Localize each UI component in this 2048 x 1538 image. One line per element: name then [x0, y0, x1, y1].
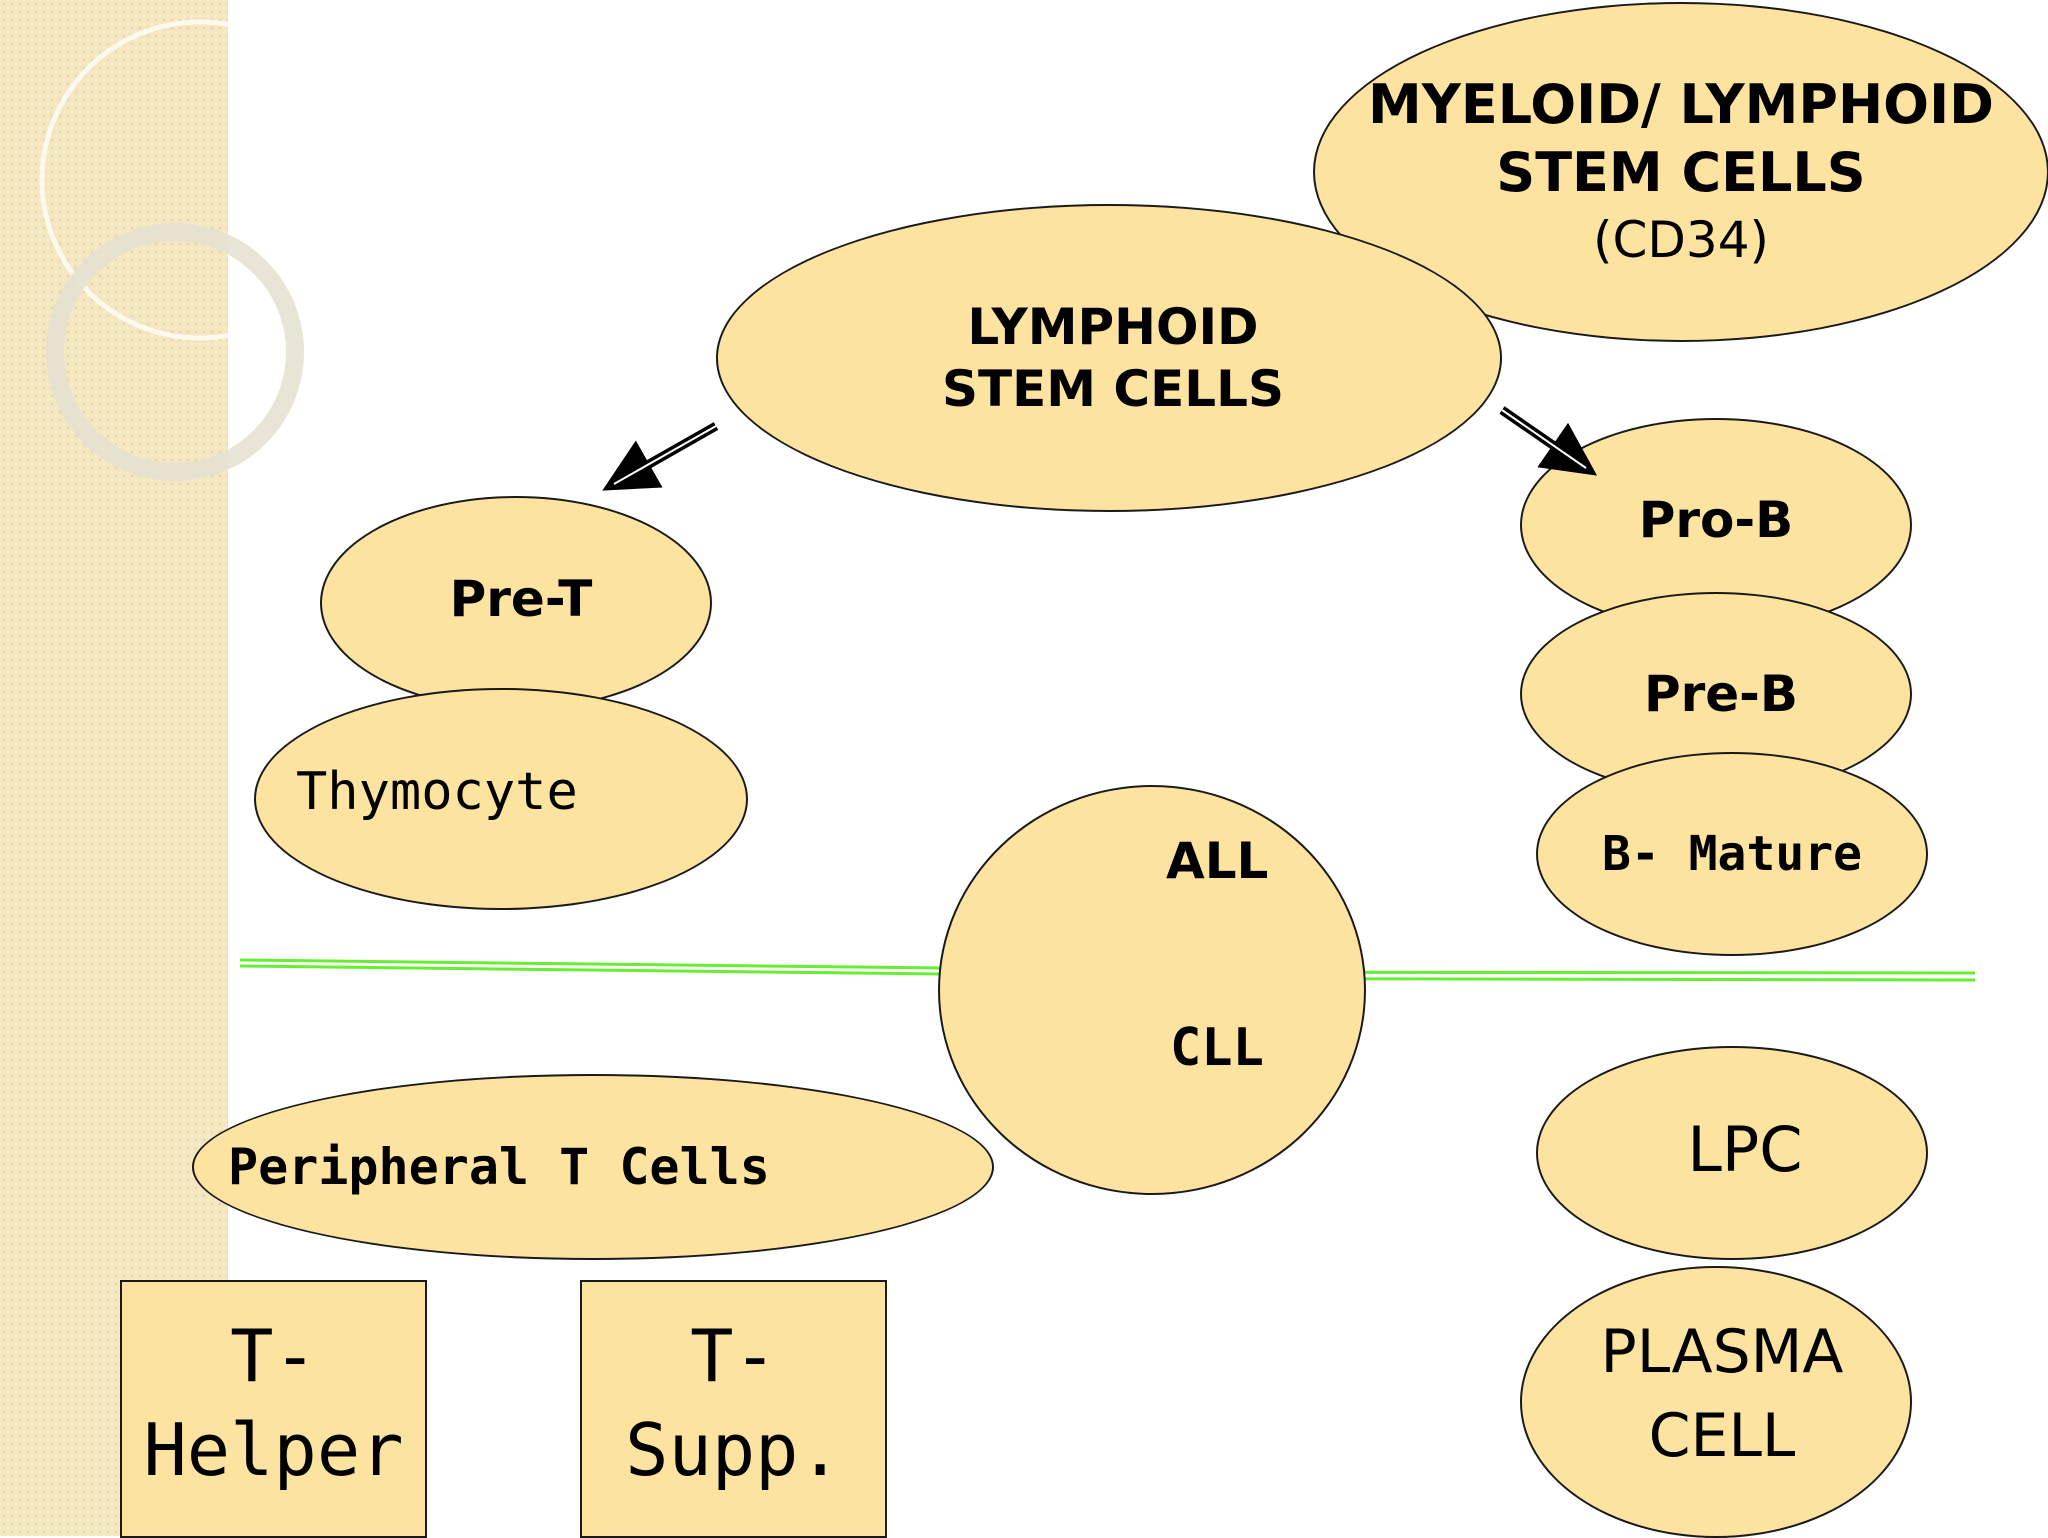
- peripheral-t-cells-node: Peripheral T Cells: [192, 1074, 994, 1260]
- divider-line: [239, 964, 941, 976]
- all-label: ALL: [1166, 832, 1269, 890]
- cd34-label: (CD34): [1592, 211, 1770, 269]
- t-supp-label: T- Supp.: [625, 1314, 842, 1492]
- pro-b-label: Pro-B: [1638, 491, 1794, 549]
- decorative-ring-small: [46, 223, 304, 481]
- pre-t-label: Pre-T: [449, 570, 593, 628]
- cll-label: CLL: [1170, 1018, 1264, 1078]
- t-helper-label: T- Helper: [143, 1314, 404, 1492]
- pre-t-node: Pre-T: [320, 496, 712, 710]
- all-cll-circle: [938, 785, 1366, 1195]
- thymocyte-node: Thymocyte: [254, 688, 748, 910]
- peripheral-t-cells-label: Peripheral T Cells: [228, 1138, 770, 1196]
- lpc-node: LPC: [1536, 1046, 1928, 1260]
- plasma-cell-node: PLASMA CELL: [1520, 1266, 1912, 1538]
- t-helper-box: T- Helper: [120, 1280, 427, 1538]
- thymocyte-label: Thymocyte: [296, 762, 578, 822]
- pre-b-label: Pre-B: [1643, 665, 1799, 723]
- lymphoid-stem-cells-label: LYMPHOID STEM CELLS: [941, 298, 1285, 418]
- myeloid-lymphoid-label: MYELOID/ LYMPHOID: [1368, 73, 1994, 136]
- pre-b-node: Pre-B: [1520, 592, 1912, 796]
- t-supp-box: T- Supp.: [580, 1280, 887, 1538]
- b-mature-node: B- Mature: [1536, 752, 1928, 956]
- plasma-cell-label: PLASMA CELL: [1600, 1317, 1844, 1471]
- stem-cells-label: STEM CELLS: [1496, 141, 1866, 204]
- decorative-ring-large: [39, 19, 361, 341]
- lymphoid-stem-cells-node: LYMPHOID STEM CELLS: [716, 204, 1502, 512]
- lpc-label: LPC: [1687, 1112, 1803, 1186]
- b-mature-label: B- Mature: [1601, 826, 1863, 882]
- divider-line: [239, 958, 941, 970]
